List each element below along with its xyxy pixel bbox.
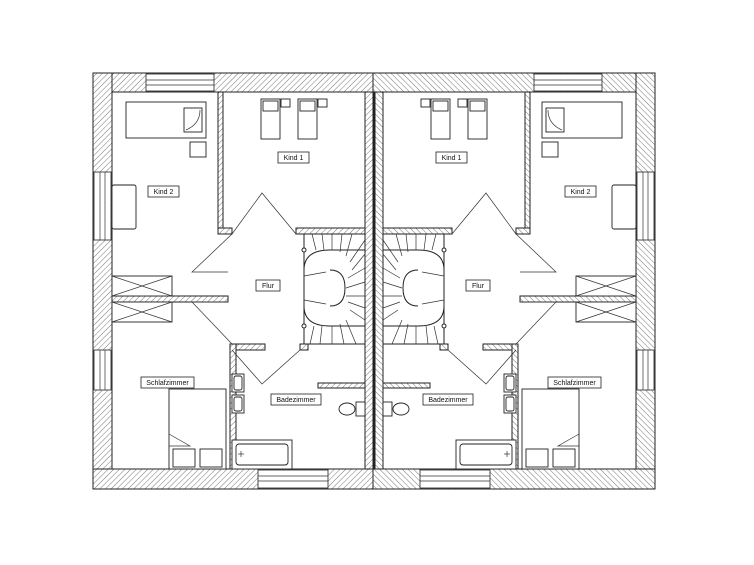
label-badezimmer-right: Badezimmer (422, 393, 474, 406)
room-label: Kind 2 (154, 189, 174, 196)
room-label: Kind 1 (442, 155, 462, 162)
room-label: Badezimmer (428, 397, 468, 404)
label-schlafzimmer-right: Schlafzimmer (547, 376, 602, 389)
label-flur-right: Flur (465, 279, 491, 292)
room-label: Kind 1 (284, 155, 304, 162)
room-label: Badezimmer (276, 397, 316, 404)
label-kind2-left: Kind 2 (147, 185, 180, 198)
label-badezimmer-left: Badezimmer (270, 393, 322, 406)
label-kind1-right: Kind 1 (435, 151, 468, 164)
label-kind1-left: Kind 1 (277, 151, 310, 164)
label-kind2-right: Kind 2 (564, 185, 597, 198)
unit-right (372, 72, 656, 490)
room-label: Kind 2 (571, 189, 591, 196)
label-schlafzimmer-left: Schlafzimmer (140, 376, 195, 389)
room-label: Schlafzimmer (553, 380, 596, 387)
unit-left (92, 72, 376, 490)
room-label: Flur (262, 283, 275, 290)
room-label: Schlafzimmer (146, 380, 189, 387)
room-label: Flur (472, 283, 485, 290)
label-flur-left: Flur (255, 279, 281, 292)
